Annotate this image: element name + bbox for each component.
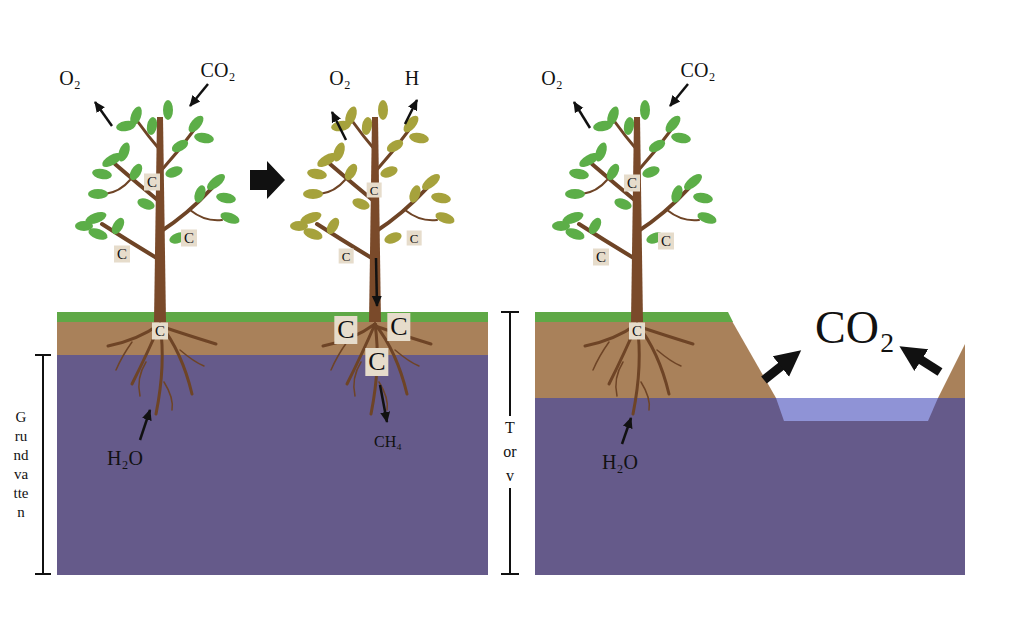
layer-label: Grundvatten (14, 408, 29, 522)
gas-label: CH₄ (374, 434, 402, 450)
carbon-marker: C (367, 183, 382, 198)
ditch-bank (938, 344, 965, 398)
gas-label: O₂ (329, 68, 350, 88)
gas-label: H₂O (107, 448, 143, 468)
grass-strip (57, 312, 488, 322)
living-tree (75, 100, 241, 414)
gas-label: CO₂ (815, 305, 895, 351)
peat-layer (57, 321, 488, 355)
carbon-marker: C (339, 249, 354, 264)
living-tree (552, 100, 718, 414)
carbon-marker: C (658, 233, 674, 250)
flow-arrows (95, 84, 688, 444)
carbon-marker: C (593, 249, 609, 266)
carbon-marker: C (387, 313, 410, 341)
emission-arrow (764, 364, 784, 380)
gas-label: O₂ (59, 68, 80, 88)
emission-arrow (918, 358, 940, 372)
gas-label: H₂O (602, 452, 638, 472)
carbon-marker: C (365, 348, 388, 376)
gas-label: CO₂ (201, 60, 236, 80)
gas-label: O₂ (541, 68, 562, 88)
dying-tree (290, 100, 456, 414)
carbon-marker: C (152, 323, 168, 340)
transition-arrow (250, 161, 285, 199)
layer-label: Torv (502, 416, 518, 488)
carbon-marker: C (114, 246, 130, 263)
brackets (35, 312, 519, 574)
carbon-marker: C (629, 323, 645, 340)
gas-label: CO₂ (681, 60, 716, 80)
carbon-marker: C (624, 175, 640, 192)
carbon-marker: C (144, 174, 160, 191)
ditch-water (776, 398, 938, 421)
carbon-marker: C (334, 316, 357, 344)
carbon-marker: C (407, 231, 422, 246)
groundwater (535, 398, 965, 575)
groundwater (57, 355, 488, 575)
carbon-marker: C (181, 230, 197, 247)
gas-label: H (405, 68, 419, 88)
